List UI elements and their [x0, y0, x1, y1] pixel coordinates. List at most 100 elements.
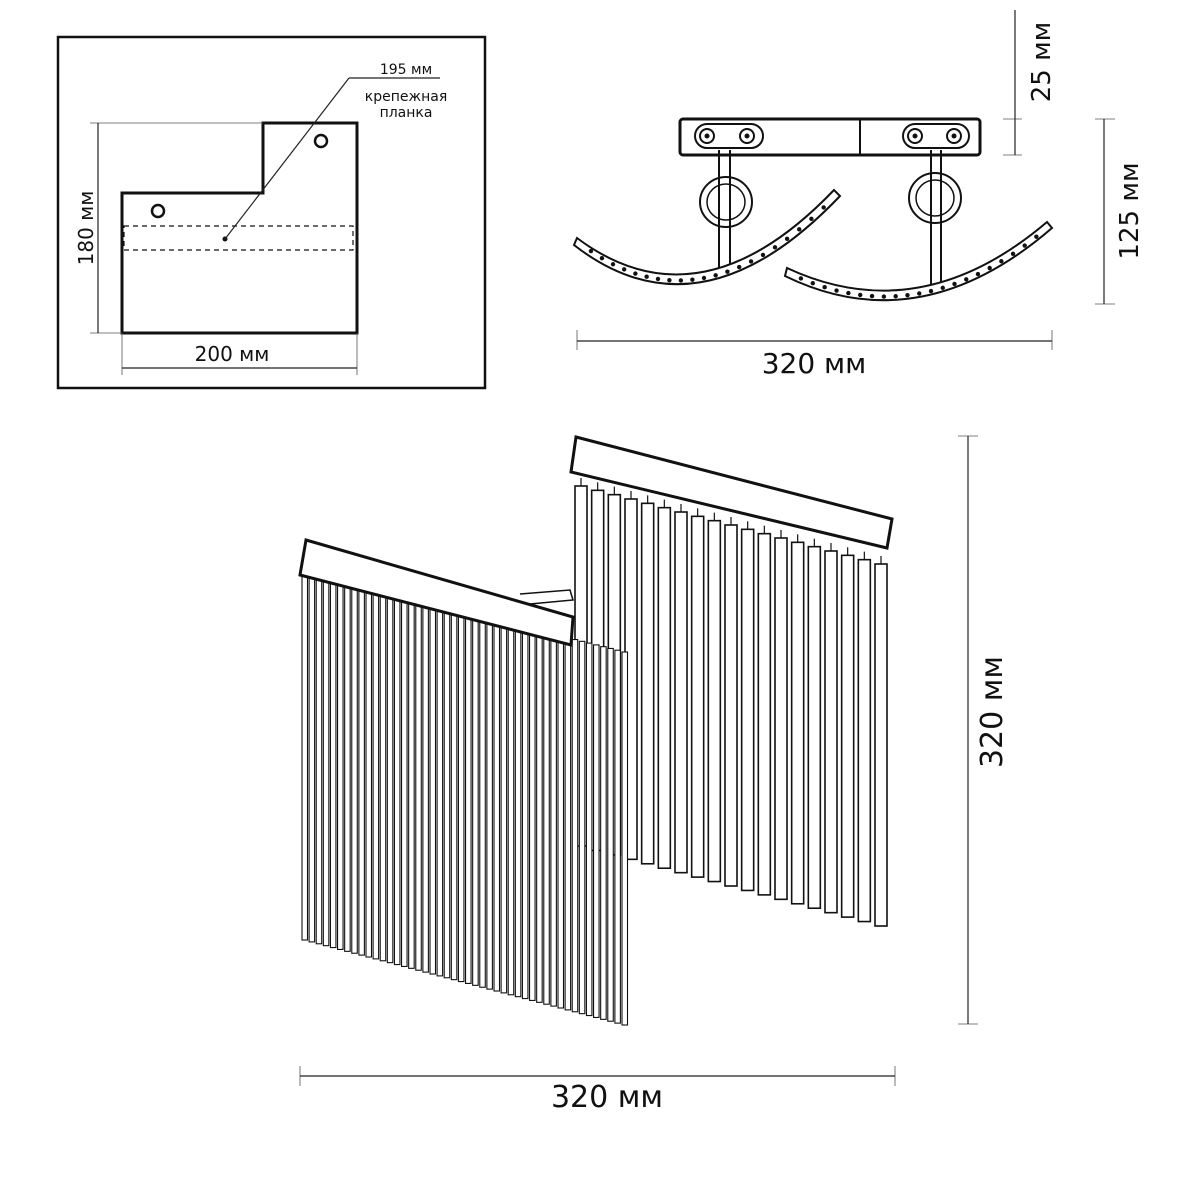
arc-crystal-dots	[588, 205, 1039, 299]
crystal-dot	[809, 216, 814, 222]
crystal-rod-thin	[301, 571, 309, 941]
crystal-dot	[858, 292, 863, 298]
crystal-dot	[893, 294, 898, 299]
main-view: 320 мм 320 мм	[298, 435, 1010, 1115]
crystal-dot	[1034, 234, 1039, 239]
side-width-label: 320 мм	[762, 347, 867, 380]
crystal-dot	[690, 277, 695, 282]
crystal-dot	[588, 248, 594, 254]
crystal-dot	[940, 285, 945, 291]
crystal-dot	[987, 265, 992, 271]
bar-name-line1: крепежная	[365, 89, 448, 105]
crystal-dot	[655, 276, 661, 282]
ring	[706, 183, 746, 221]
crystal-rod-thin	[450, 608, 458, 981]
crystal-rod-thin	[493, 619, 501, 992]
leader-line	[224, 77, 350, 240]
crystal-dot	[678, 278, 684, 283]
crystal-rod	[790, 541, 805, 905]
crystal-rod-thin	[571, 639, 579, 1013]
crystal-rod-thin	[600, 646, 607, 1020]
crystal-rod-thin	[472, 614, 479, 986]
crystal-rod	[724, 524, 738, 887]
crystal-rod	[824, 550, 838, 914]
crystal-dot	[975, 271, 981, 277]
crystal-rod-thin	[543, 631, 550, 1005]
crystal-dot	[798, 276, 804, 281]
crystal-rod-thin	[429, 603, 437, 975]
crystal-rod-thin	[585, 642, 593, 1017]
crystal-rod-thin	[315, 575, 323, 945]
crystal-rod-thin	[457, 610, 465, 983]
crystal-dot	[1010, 251, 1016, 256]
crystal-dot	[869, 293, 875, 299]
crystal-dot	[905, 293, 910, 298]
crystal-rod	[840, 554, 855, 918]
crystal-rod-thin	[365, 587, 373, 958]
crystal-rod-thin	[550, 633, 557, 1007]
crystal-dot	[999, 259, 1004, 264]
crystal-rod-thin	[436, 605, 444, 977]
crystal-rod-thin	[557, 635, 565, 1009]
crystal-rod-thin	[521, 626, 529, 1000]
crystal-rod-thin	[337, 580, 344, 950]
top-width-label: 200 мм	[195, 342, 270, 366]
crystal-rod-thin	[372, 589, 380, 960]
top-height-label: 180 мм	[74, 191, 98, 266]
crystal-rod-thin	[593, 644, 600, 1018]
crystal-rod-thin	[486, 617, 493, 990]
crystal-rod-thin	[479, 615, 486, 988]
crystal-dot	[1022, 243, 1027, 248]
crystal-dot	[797, 227, 802, 232]
crystal-rod-thin	[344, 582, 351, 952]
crystal-dot	[667, 277, 672, 283]
crystal-rod-thin	[507, 623, 515, 996]
crystal-rod	[674, 511, 688, 874]
ring	[699, 176, 753, 228]
crystal-rod	[774, 537, 788, 901]
ring	[908, 172, 962, 224]
crystal-dot	[610, 262, 616, 267]
crystal-dot	[644, 274, 649, 279]
crystal-rod-thin	[614, 649, 621, 1024]
crystal-dot	[952, 281, 957, 287]
crystal-rod	[657, 506, 672, 870]
left-mount-bar	[298, 538, 575, 647]
crystal-rod-thin	[358, 585, 365, 956]
right-mount-bar	[569, 435, 894, 550]
crystal-rod-thin	[578, 640, 586, 1015]
crystal-rod-thin	[408, 598, 415, 969]
bar-length-label: 195 мм	[380, 62, 432, 78]
main-height-label: 320 мм	[975, 656, 1010, 768]
crystal-dot	[748, 259, 754, 264]
crystal-dot	[633, 271, 638, 276]
crystal-dot	[928, 288, 934, 294]
crystal-rod-thin	[500, 621, 508, 994]
crystal-rod	[740, 528, 755, 892]
connector-rod	[519, 589, 574, 605]
crystal-arc-right	[783, 220, 1054, 302]
crystal-rod-thin	[529, 628, 536, 1001]
crystal-dot	[810, 280, 815, 286]
side-height-label: 125 мм	[1115, 162, 1145, 259]
crystal-dot	[713, 273, 718, 278]
crystal-dot	[821, 205, 826, 210]
crystal-rod-thin	[564, 637, 572, 1011]
crystal-dot	[784, 236, 790, 242]
crystal-rod	[857, 558, 872, 923]
mount-hole-icon	[313, 133, 329, 149]
crystal-rod-thin	[514, 624, 522, 998]
crystal-rod-thin	[465, 612, 472, 984]
crystal-dot	[701, 275, 707, 281]
side-view: 25 мм 125 мм 320 мм	[572, 10, 1145, 380]
top-view: 195 мм крепежная планка 180 мм 200 мм	[56, 35, 487, 390]
main-width-label: 320 мм	[551, 1080, 663, 1115]
crystal-rod-thin	[422, 601, 429, 973]
crystal-rod-thin	[393, 594, 401, 966]
plate-height-label: 25 мм	[1027, 22, 1057, 103]
mount-hole-icon	[150, 203, 166, 219]
crystal-rod	[807, 545, 822, 910]
crystal-rod	[757, 532, 772, 896]
crystal-dot	[760, 252, 766, 258]
